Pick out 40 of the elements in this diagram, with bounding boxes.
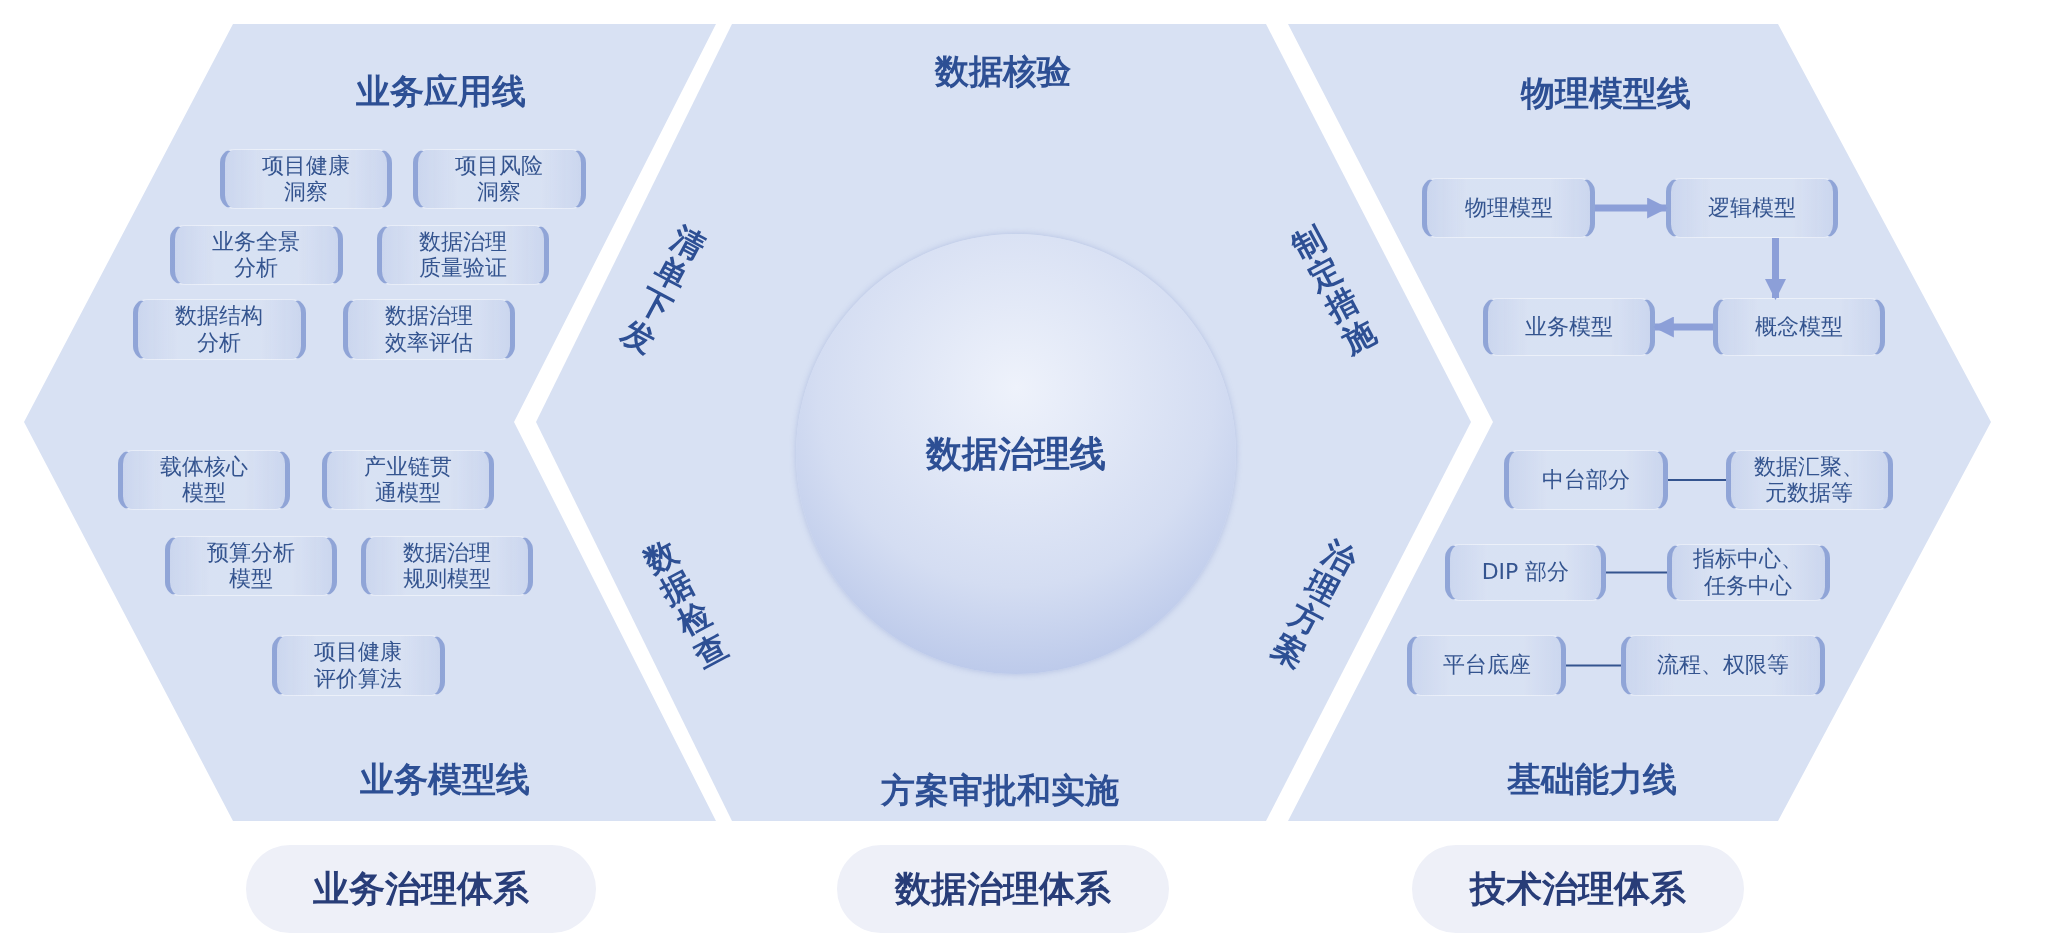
model-box: 逻辑模型 xyxy=(1666,178,1838,238)
model-box: 数据治理效率评估 xyxy=(343,299,515,360)
model-box: 载体核心模型 xyxy=(118,450,290,510)
model-box: 业务全景分析 xyxy=(170,225,343,285)
connector-line xyxy=(1605,571,1668,574)
step-label: 治理方案 xyxy=(1266,534,1362,674)
model-box: 业务模型 xyxy=(1483,298,1655,356)
arrow xyxy=(1652,316,1713,338)
panel-heading: 业务应用线 xyxy=(356,70,526,113)
panel-heading: 物理模型线 xyxy=(1521,72,1691,115)
model-box: 项目风险洞察 xyxy=(413,149,586,209)
model-box: 数据汇聚、元数据等 xyxy=(1726,450,1893,510)
system-label-pill: 技术治理体系 xyxy=(1412,845,1744,933)
model-box: 数据治理规则模型 xyxy=(361,536,533,596)
model-box: 数据结构分析 xyxy=(133,299,306,360)
system-label-pill: 业务治理体系 xyxy=(246,845,596,933)
panel-heading: 数据核验 xyxy=(935,50,1071,93)
model-box: 项目健康评价算法 xyxy=(272,635,445,696)
model-box: 流程、权限等 xyxy=(1621,635,1825,696)
connector-line xyxy=(1565,664,1622,667)
model-box: 项目健康洞察 xyxy=(220,149,392,209)
model-box: 中台部分 xyxy=(1504,450,1668,510)
system-label-pill: 数据治理体系 xyxy=(837,845,1169,933)
model-box: 物理模型 xyxy=(1422,178,1595,238)
model-box: 概念模型 xyxy=(1713,298,1885,356)
panel-heading: 业务模型线 xyxy=(360,758,530,801)
panel-heading: 基础能力线 xyxy=(1507,758,1677,801)
model-box: 预算分析模型 xyxy=(165,536,337,596)
step-label: 制定措施 xyxy=(1286,220,1382,360)
model-box: DIP 部分 xyxy=(1445,544,1606,601)
arrow xyxy=(1765,238,1786,301)
model-box: 产业链贯通模型 xyxy=(322,450,494,510)
model-box: 数据治理质量验证 xyxy=(377,225,549,285)
step-label: 数据检查 xyxy=(638,534,734,674)
model-box: 指标中心、任务中心 xyxy=(1667,544,1830,601)
arrow xyxy=(1595,197,1669,219)
panel-heading: 方案审批和实施 xyxy=(881,769,1119,812)
model-box: 平台底座 xyxy=(1407,635,1566,696)
connector-line xyxy=(1667,479,1727,481)
step-label: 清单下发 xyxy=(615,220,711,360)
